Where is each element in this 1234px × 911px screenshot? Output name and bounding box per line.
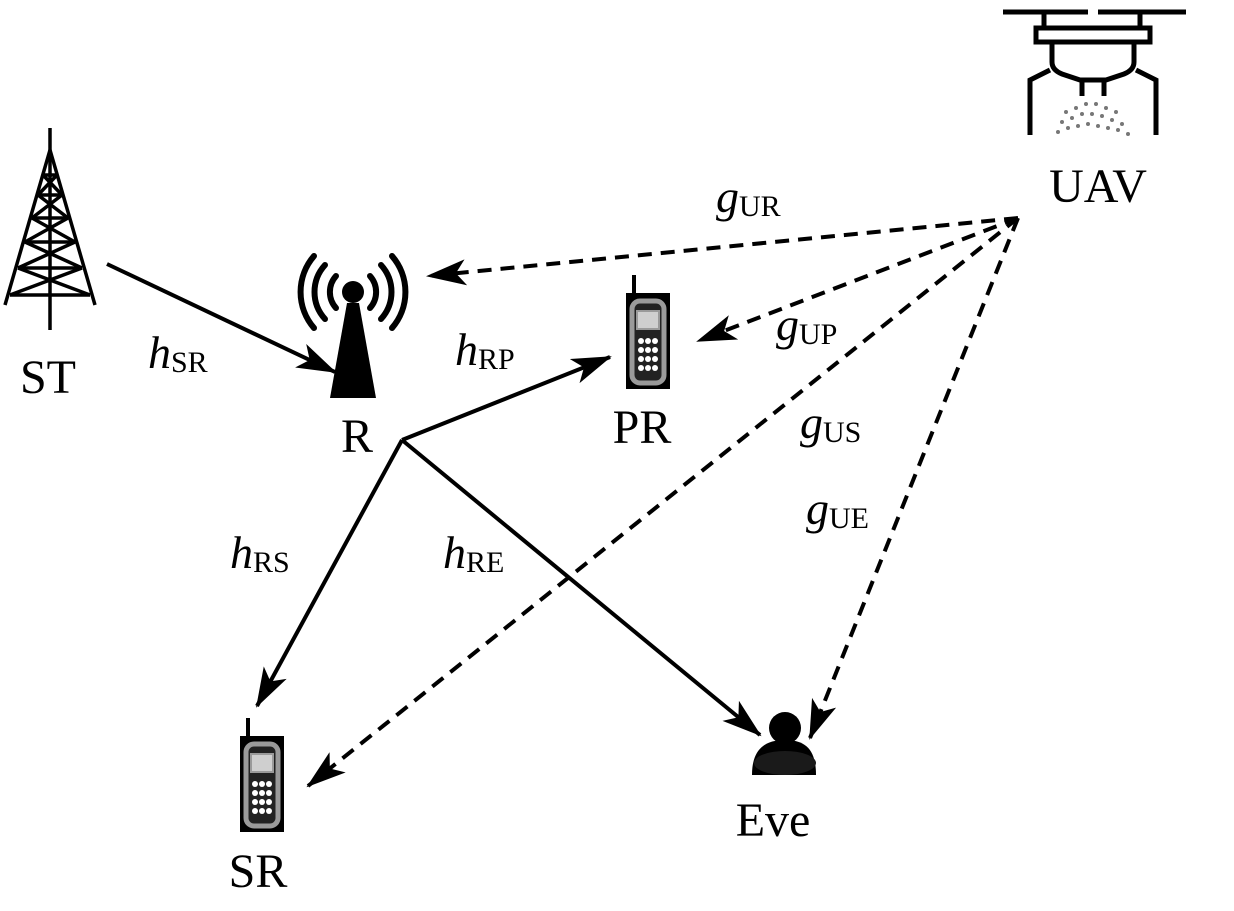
link-h-re [400, 438, 762, 737]
node-label-uav: UAV [1049, 160, 1147, 213]
node-label-st: ST [20, 351, 76, 404]
transmission-tower-icon [3, 128, 97, 330]
node-label-r: R [341, 410, 373, 463]
uav-spray-icon [1056, 102, 1130, 136]
link-h-rs [255, 439, 404, 708]
channel-label-g-us: gUS [800, 397, 861, 449]
eavesdropper-person-icon [752, 712, 816, 775]
link-h-sr [106, 262, 337, 374]
channel-label-h-re: hRE [443, 527, 504, 579]
mobile-phone-icon [240, 718, 284, 832]
link-g-up [696, 216, 1019, 343]
channel-label-g-ue: gUE [806, 483, 869, 535]
uav-drone-icon [1003, 9, 1186, 135]
channel-label-h-rp: hRP [455, 324, 515, 376]
channel-label-h-rs: hRS [230, 527, 290, 579]
link-g-ue [808, 217, 1020, 740]
node-label-pr: PR [613, 401, 672, 454]
mobile-phone-icon [626, 275, 670, 389]
link-g-ur [426, 216, 1019, 286]
channel-label-h-sr: hSR [148, 327, 208, 379]
link-g-us [306, 216, 1020, 788]
node-label-eve: Eve [736, 794, 811, 847]
relay-antenna-icon [297, 253, 409, 398]
channel-label-g-up: gUP [776, 299, 837, 351]
link-h-rp [401, 355, 612, 442]
node-label-sr: SR [229, 845, 288, 898]
channel-label-g-ur: gUR [716, 171, 781, 223]
